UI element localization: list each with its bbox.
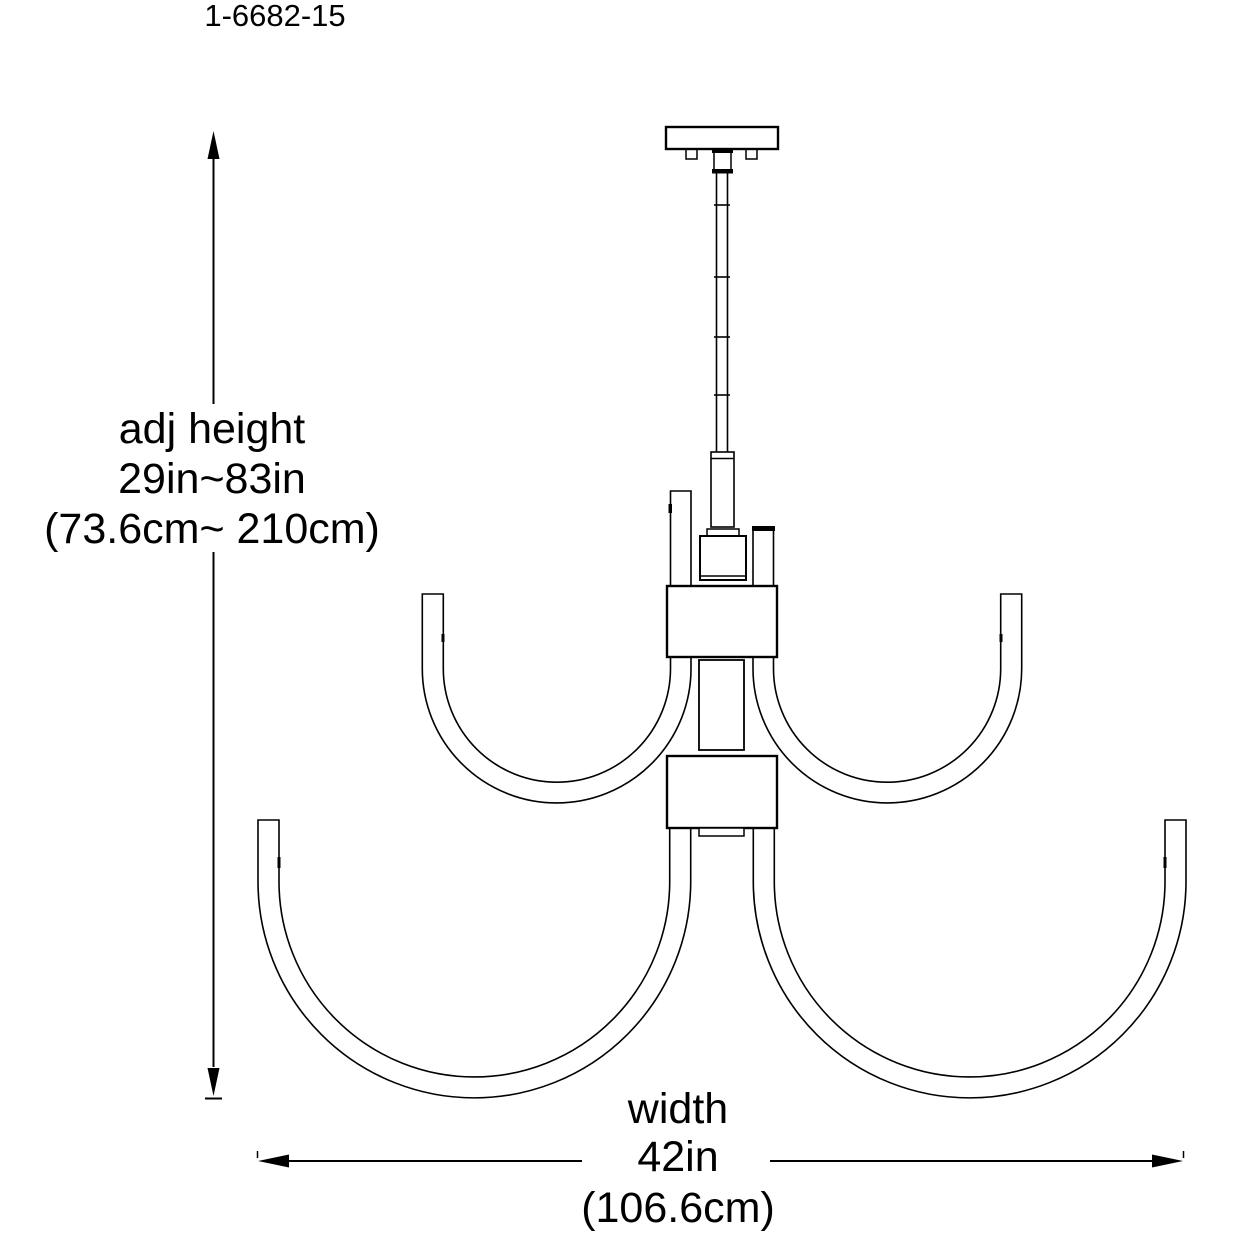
lower-arm-right [752,799,1187,1099]
arm-joint-mark [441,634,445,642]
lower-hub [665,754,779,830]
collar-band-bottom [712,169,733,174]
upper-arm-left [421,490,692,804]
arrow-down-icon [207,1068,220,1096]
collar-band-top [712,148,733,153]
upper-hub [665,584,779,659]
downrod [714,173,730,452]
arrow-right-icon [1152,1154,1183,1168]
lower-finial [698,827,745,837]
arrow-up-icon [207,131,220,159]
adj-height-label-line2: 29in~83in [118,455,306,503]
candle-joint-mark-left [668,504,672,513]
adj-height-label: adj height 29in~83in (73.6cm~ 210cm) [44,405,380,553]
width-label-line2: 42in [637,1133,718,1181]
center-body-flange [706,528,740,537]
lower-arm-left [257,799,692,1099]
arm-joint-mark [1163,857,1167,868]
width-label-line1: width [627,1085,728,1133]
mounting-screw-left [685,148,698,160]
model-number: 1-6682-15 [204,0,345,33]
arrow-left-icon [258,1154,289,1168]
rod-connector [710,451,735,528]
mid-stem [698,659,745,751]
ceiling-canopy [664,125,780,151]
center-body [699,535,747,581]
adj-height-label-line1: adj height [119,405,306,453]
width-label-line3: (106.6cm) [581,1184,775,1232]
adj-height-label-line3: (73.6cm~ 210cm) [44,505,380,553]
chandelier-fixture [257,125,1187,1099]
adj-height-dimension [205,131,222,1100]
width-dimension [256,1151,1185,1168]
arm-joint-mark [277,857,281,868]
arm-joint-mark [999,634,1003,642]
width-label: width 42in (106.6cm) [581,1085,775,1232]
mounting-screw-right [745,148,758,160]
candle-cap-right [752,526,775,531]
